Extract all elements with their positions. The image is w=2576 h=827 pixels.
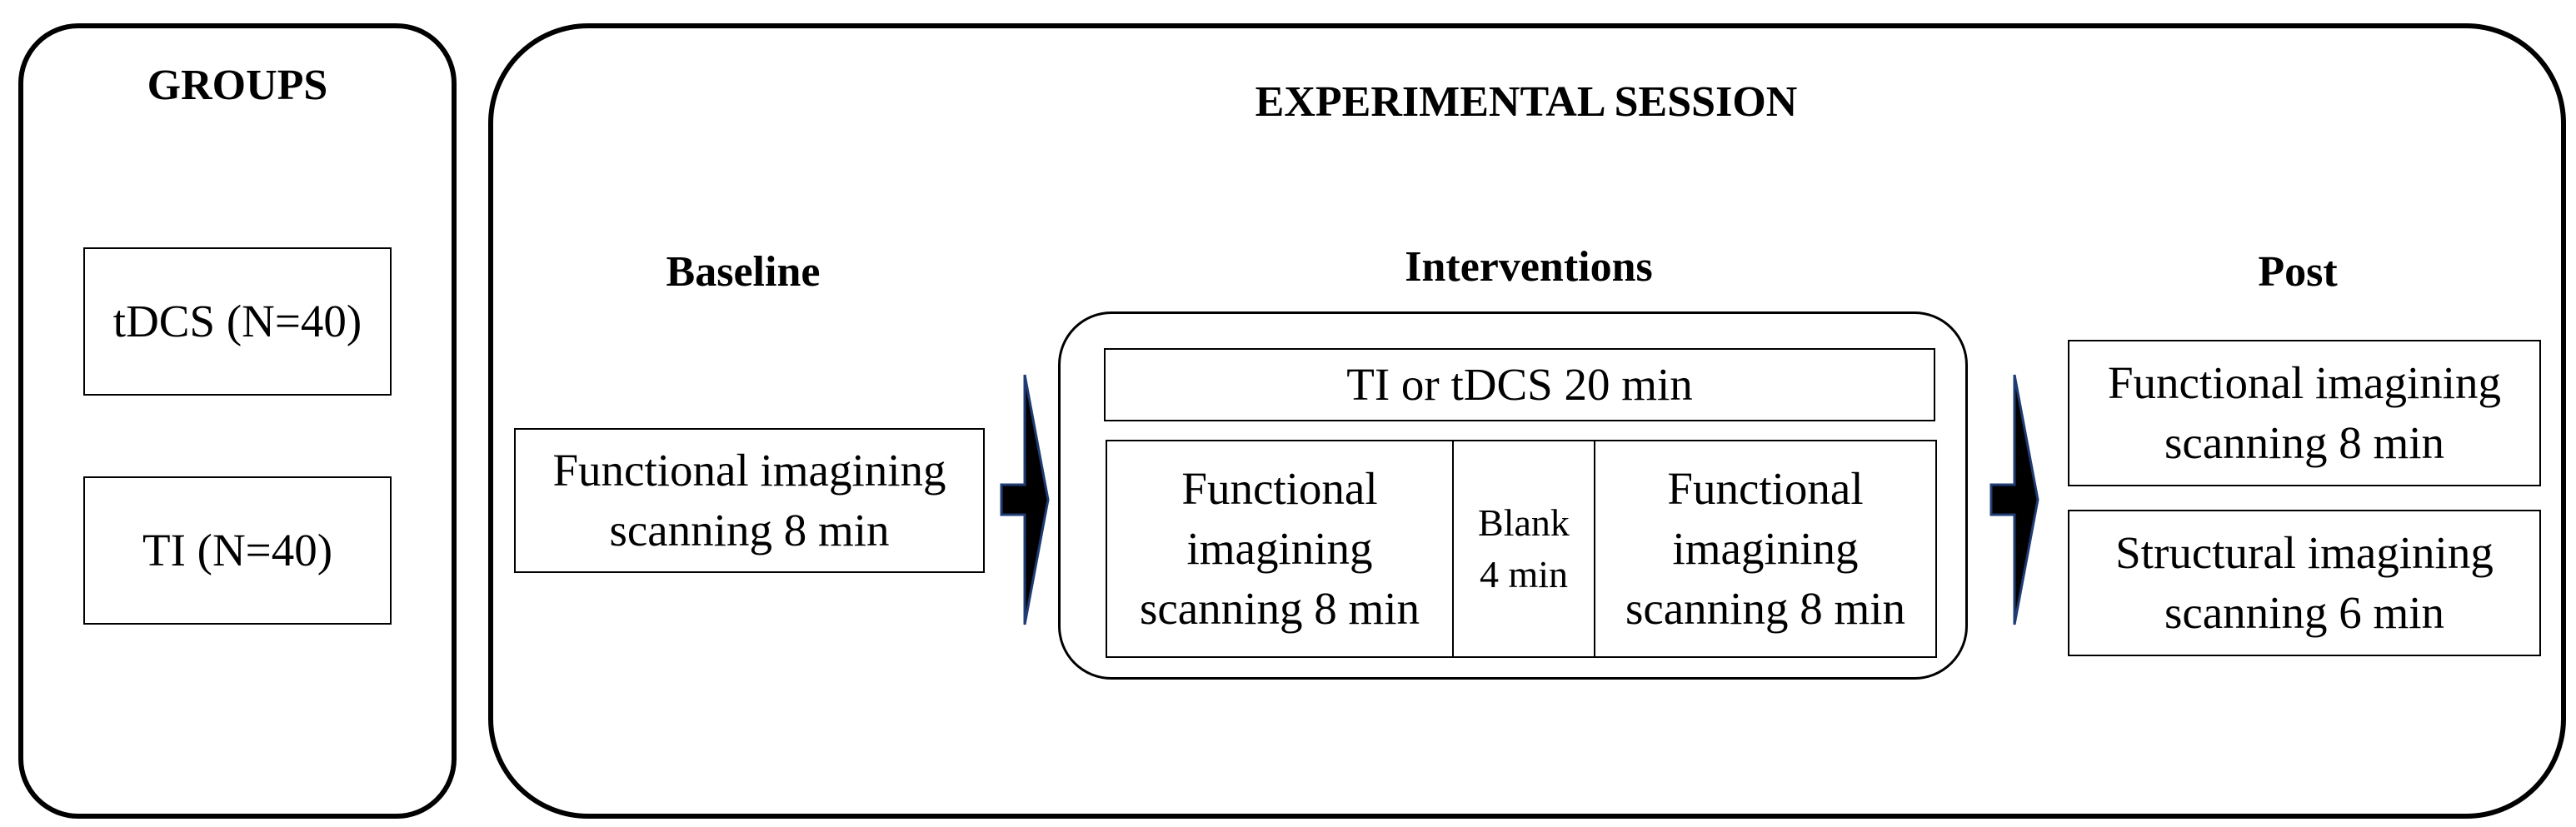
blank-period: Blank 4 min	[1454, 441, 1595, 656]
post-functional-line-2: scanning 8 min	[2164, 417, 2445, 468]
baseline-box-line-2: scanning 8 min	[609, 505, 890, 555]
right-arrow-icon	[1000, 374, 1050, 625]
scan-2-line-2: imagining	[1672, 523, 1859, 574]
group-box-tdcs: tDCS (N=40)	[83, 247, 392, 396]
intervention-scan-2: Functional imagining scanning 8 min	[1595, 441, 1935, 656]
right-arrow-icon	[1989, 374, 2039, 625]
group-box-ti: TI (N=40)	[83, 476, 392, 625]
groups-panel	[18, 23, 457, 819]
post-structural-line-2: scanning 6 min	[2164, 587, 2445, 638]
session-title: EXPERIMENTAL SESSION	[1255, 78, 1798, 126]
groups-title: GROUPS	[147, 62, 328, 109]
stimulation-label: TI or tDCS 20 min	[1346, 359, 1693, 410]
scan-2-line-3: scanning 8 min	[1625, 583, 1906, 634]
baseline-box: Functional imagining scanning 8 min	[514, 428, 985, 573]
post-functional-box: Functional imagining scanning 8 min	[2068, 340, 2541, 486]
post-heading: Post	[2258, 248, 2338, 296]
scan-1-line-3: scanning 8 min	[1139, 583, 1420, 634]
baseline-box-line-1: Functional imagining	[552, 445, 946, 496]
group-label-ti: TI (N=40)	[142, 525, 333, 575]
stimulation-box: TI or tDCS 20 min	[1104, 348, 1935, 421]
blank-line-1: Blank	[1478, 501, 1570, 544]
post-structural-box: Structural imagining scanning 6 min	[2068, 510, 2541, 656]
group-label-tdcs: tDCS (N=40)	[112, 296, 362, 346]
post-structural-line-1: Structural imagining	[2115, 527, 2494, 578]
post-functional-line-1: Functional imagining	[2107, 357, 2502, 408]
blank-line-2: 4 min	[1479, 553, 1569, 595]
scan-1-line-2: imagining	[1186, 523, 1373, 574]
scan-1-line-1: Functional	[1181, 463, 1378, 514]
baseline-heading: Baseline	[666, 248, 821, 296]
intervention-scans-row: Functional imagining scanning 8 min Blan…	[1106, 440, 1937, 658]
interventions-heading: Interventions	[1405, 243, 1653, 291]
intervention-scan-1: Functional imagining scanning 8 min	[1107, 441, 1454, 656]
scan-2-line-1: Functional	[1667, 463, 1864, 514]
